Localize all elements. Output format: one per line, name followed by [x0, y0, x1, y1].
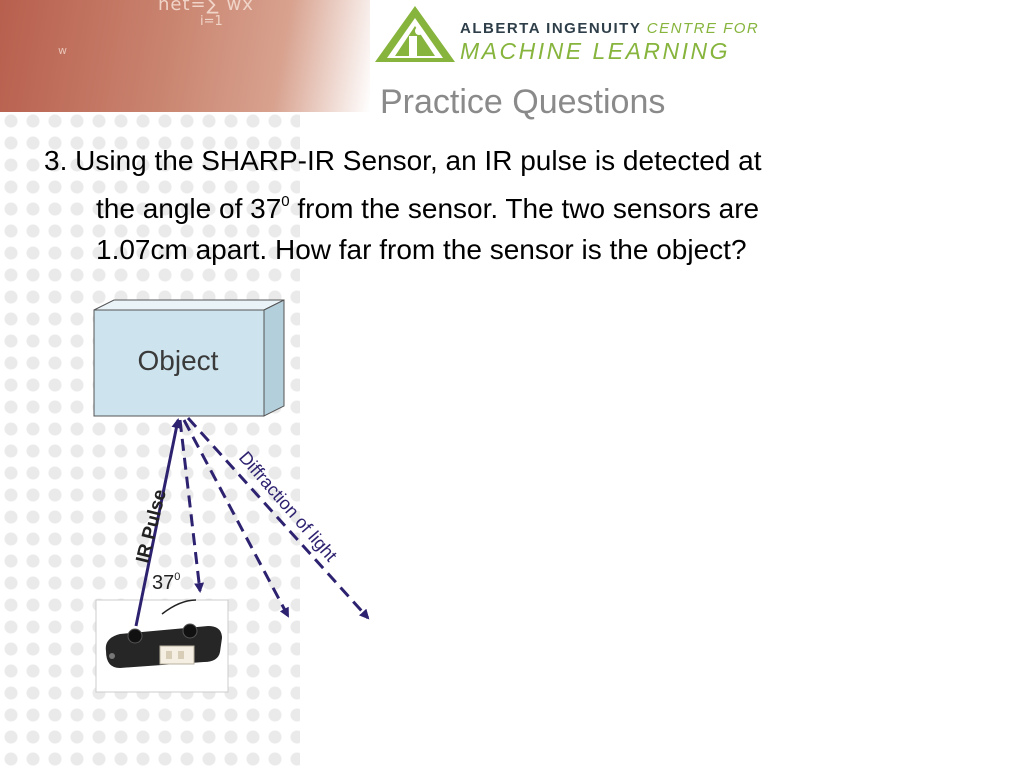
angle-arc — [161, 599, 197, 615]
question-text: 3. Using the SHARP-IR Sensor, an IR puls… — [44, 140, 994, 270]
logo-text-line1: ALBERTA INGENUITY CENTRE FOR — [460, 20, 759, 37]
object-label: Object — [138, 345, 219, 376]
banner-weight-symbol: w — [58, 44, 67, 57]
diffraction-arrow-1 — [178, 419, 205, 593]
degree-superscript: 0 — [281, 193, 290, 210]
header-banner-image: net=∑ wx i=1 w — [0, 0, 370, 112]
diffraction-arrow-2 — [182, 419, 290, 618]
banner-formula-index: i=1 — [200, 14, 223, 29]
angle-superscript: 0 — [174, 571, 180, 583]
question-line-2-pre: the angle of 37 — [96, 193, 282, 224]
object-box-front — [93, 309, 265, 417]
logo-text-line2: MACHINE LEARNING — [460, 38, 731, 64]
angle-value: 37 — [152, 572, 174, 594]
sensor-diagram: Object IR Pulse Diffraction of light 370 — [93, 299, 370, 693]
ir-pulse-label: IR Pulse — [132, 487, 171, 565]
angle-label: 370 — [152, 571, 180, 594]
logo-text-main: ALBERTA INGENUITY — [460, 20, 647, 37]
logo-icon — [375, 6, 455, 62]
question-line-1: 3. Using the SHARP-IR Sensor, an IR puls… — [44, 145, 762, 176]
object-box-top — [93, 299, 285, 311]
sensor-image — [95, 599, 229, 693]
ir-pulse-arrow — [134, 418, 182, 627]
object-box-side — [263, 299, 285, 417]
question-line-2-post: from the sensor. The two sensors are — [289, 193, 760, 224]
logo-text-accent: CENTRE FOR — [646, 20, 760, 37]
question-line-3: 1.07cm apart. How far from the sensor is… — [96, 234, 747, 265]
slide-title: Practice Questions — [380, 83, 666, 121]
diffraction-arrow-3 — [186, 416, 370, 620]
banner-formula: net=∑ wx — [158, 0, 254, 15]
question-line-2: the angle of 370 from the sensor. The tw… — [44, 181, 994, 229]
object-box: Object — [93, 299, 285, 417]
